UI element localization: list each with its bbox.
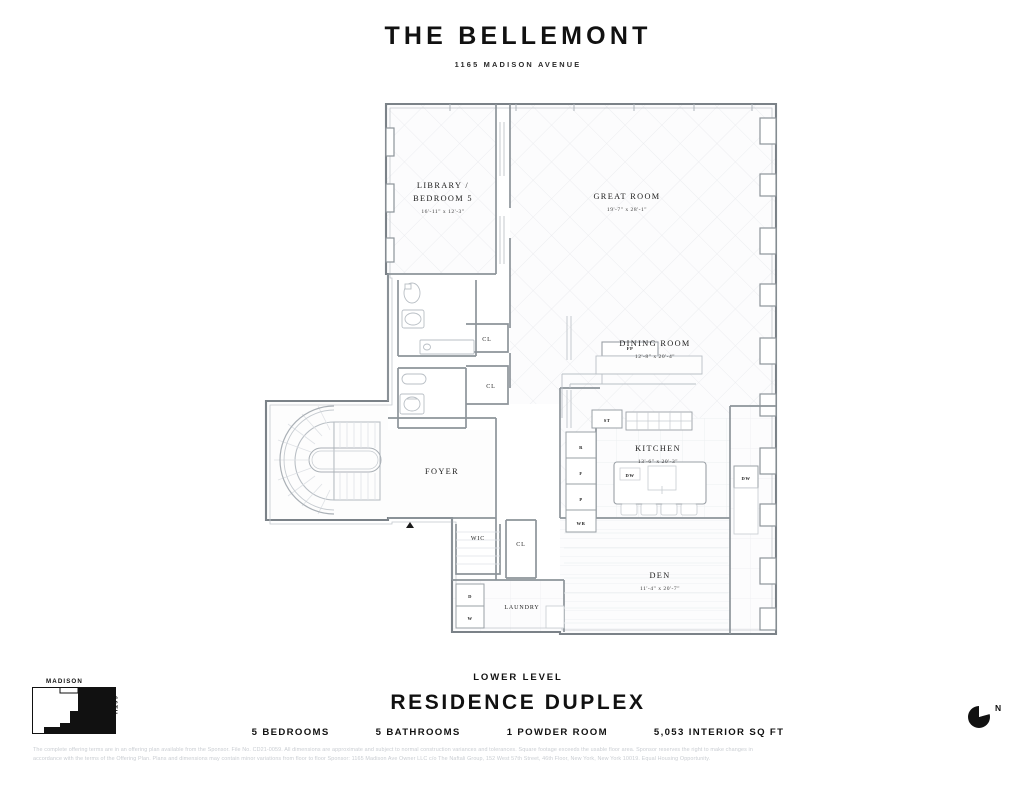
service-dishwasher: DW bbox=[733, 465, 759, 535]
den-floor-planks bbox=[564, 532, 728, 624]
washer-label: W bbox=[467, 616, 472, 621]
dryer-label: D bbox=[468, 594, 472, 599]
residence-specs: 5 BEDROOMS 5 BATHROOMS 1 POWDER ROOM 5,0… bbox=[0, 727, 1036, 738]
wic-shelving bbox=[456, 531, 500, 565]
dining-room-label: DINING ROOM bbox=[619, 339, 690, 348]
floor-plan-container: FP ST R F P bbox=[0, 88, 1036, 658]
den-dimensions: 11'-4" x 20'-7" bbox=[640, 586, 680, 592]
closet-1-label: CL bbox=[482, 337, 491, 343]
legal-disclaimer: The complete offering terms are in an of… bbox=[33, 746, 1003, 764]
compass-rose: N bbox=[966, 702, 1012, 732]
refrigerator-label: R bbox=[579, 445, 583, 450]
facade-notches bbox=[759, 117, 777, 631]
plan-geometry: FP ST R F P bbox=[264, 102, 778, 636]
dining-room-dimensions: 12'-8" x 20'-4" bbox=[635, 354, 675, 360]
level-label: LOWER LEVEL bbox=[473, 672, 563, 683]
library-dimensions: 16'-11" x 12'-3" bbox=[421, 209, 464, 215]
closet-2-label: CL bbox=[486, 384, 495, 390]
great-room-dimensions: 19'-7" x 28'-1" bbox=[607, 207, 647, 213]
facade-mullions bbox=[449, 104, 753, 111]
key-map: MADISON 66TH bbox=[32, 678, 142, 734]
building-address: 1165 MADISON AVENUE bbox=[454, 60, 582, 69]
library-floor bbox=[386, 104, 496, 274]
window-marks bbox=[499, 122, 572, 428]
residence-title: RESIDENCE DUPLEX bbox=[390, 691, 646, 714]
fireplace: FP bbox=[595, 341, 703, 375]
kitchen-label: KITCHEN bbox=[635, 444, 681, 453]
laundry-label: LAUNDRY bbox=[504, 605, 539, 611]
bathroom-fixtures-lower bbox=[399, 373, 427, 415]
north-label: N bbox=[995, 703, 1002, 713]
left-facade-notches bbox=[385, 127, 395, 263]
spec-bathrooms: 5 BATHROOMS bbox=[375, 727, 461, 738]
spec-powder-room: 1 POWDER ROOM bbox=[506, 727, 608, 738]
exterior-wall-inner bbox=[269, 107, 773, 631]
appliance-column: ST R F P WR bbox=[565, 409, 623, 533]
floor-plan-drawing: FP ST R F P bbox=[264, 102, 778, 636]
fireplace-label: FP bbox=[627, 346, 634, 351]
den-label: DEN bbox=[649, 571, 670, 580]
keymap-street-top: MADISON bbox=[46, 678, 83, 685]
foyer-floor bbox=[388, 430, 493, 518]
spec-bedrooms: 5 BEDROOMS bbox=[251, 727, 330, 738]
closet-3-label: CL bbox=[516, 542, 525, 548]
foyer-label: FOYER bbox=[425, 467, 459, 476]
dishwasher-1-label: DW bbox=[626, 473, 635, 478]
bathroom-fixtures-upper bbox=[401, 282, 475, 355]
pantry-label: P bbox=[579, 497, 582, 502]
page-title: THE BELLEMONT bbox=[384, 22, 652, 50]
library-label-line2: BEDROOM 5 bbox=[413, 194, 473, 203]
dishwasher-2-label: DW bbox=[742, 476, 751, 481]
kitchen-island: DW bbox=[613, 461, 707, 516]
storage-label: ST bbox=[604, 418, 611, 423]
great-room-label: GREAT ROOM bbox=[593, 192, 660, 201]
disclaimer-line-1: The complete offering terms are in an of… bbox=[33, 747, 753, 753]
library-label-line1: LIBRARY / bbox=[417, 181, 469, 190]
wic-label: WIC bbox=[471, 536, 485, 542]
kitchen-dimensions: 13'-6" x 20'-3" bbox=[638, 459, 678, 465]
entry-marker bbox=[406, 522, 414, 528]
disclaimer-line-2: accordance with the terms of the Offerin… bbox=[33, 755, 711, 762]
room-labels: LIBRARY / BEDROOM 5 16'-11" x 12'-3" GRE… bbox=[413, 181, 690, 611]
great-room-millwork bbox=[561, 373, 702, 418]
wine-refrigerator-label: WR bbox=[577, 521, 586, 526]
laundry-appliances: D W bbox=[455, 583, 565, 629]
kitchen-upper-cabinets bbox=[625, 411, 693, 431]
plan-footer: LOWER LEVEL RESIDENCE DUPLEX 5 BEDROOMS … bbox=[0, 672, 1036, 738]
page-header: THE BELLEMONT 1165 MADISON AVENUE bbox=[0, 22, 1036, 70]
north-arrow-icon bbox=[968, 705, 990, 728]
spiral-staircase bbox=[274, 405, 382, 515]
keymap-shape bbox=[32, 687, 116, 734]
freezer-label: F bbox=[579, 471, 582, 476]
spec-square-feet: 5,053 INTERIOR SQ FT bbox=[653, 727, 785, 738]
